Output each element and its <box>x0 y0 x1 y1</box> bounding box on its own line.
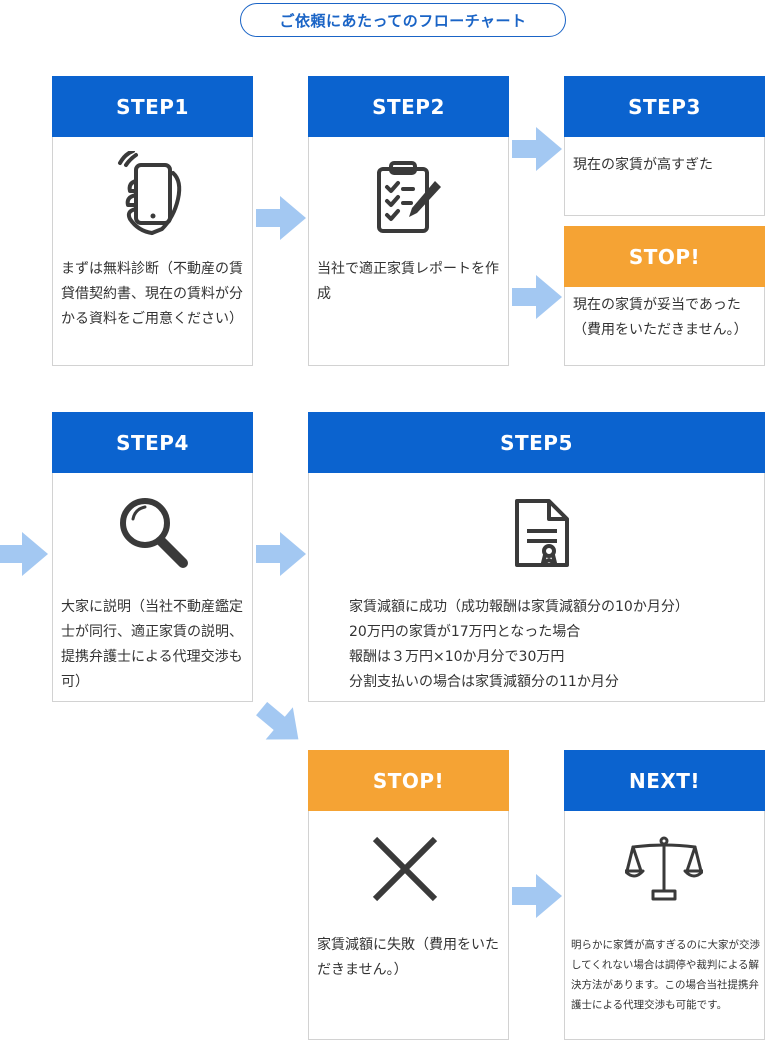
magnifier-icon <box>120 498 188 568</box>
clipboard-checklist-icon <box>377 161 441 233</box>
flowchart-title: ご依頼にあたってのフローチャート <box>240 3 566 37</box>
step5-line-1: 家賃減額に成功（成功報酬は家賃減額分の10か月分） <box>349 599 689 615</box>
step4-box: STEP4 大家に説明（当社不動産鑑定士が同行、適正家賃の説明、提携弁護士による… <box>52 412 253 702</box>
step1-header: STEP1 <box>52 76 253 137</box>
step1-box: STEP1 まずは無料診断（不動産の賃貸借契約書、現在の賃料が分かる資料をご用意… <box>52 76 253 366</box>
smartphone-in-hand-icon <box>118 151 182 235</box>
step2-header: STEP2 <box>308 76 509 137</box>
stop1-box: STOP! 現在の家賃が妥当であった（費用をいただきません。） <box>564 226 765 366</box>
step5-header: STEP5 <box>308 412 765 473</box>
next-text: 明らかに家賃が高すぎるのに大家が交渉してくれない場合は調停や裁判による解決方法が… <box>571 939 760 1011</box>
scales-icon <box>625 836 703 901</box>
step3-header: STEP3 <box>564 76 765 137</box>
step2-box: STEP2 当社で適正家賃レポートを作成 <box>308 76 509 366</box>
step1-text: まずは無料診断（不動産の賃貸借契約書、現在の賃料が分かる資料をご用意ください） <box>61 261 243 327</box>
next-header: NEXT! <box>564 750 765 811</box>
next-box: NEXT! 明らかに家賃が高すぎるのに大家が交渉してくれない場合は調停や裁判によ… <box>564 750 765 1040</box>
step5-box: STEP5 家賃減額に成功（成功報酬は家賃減額分の10か月分） 20万円の家賃が… <box>308 412 765 702</box>
arrow-continue-to-step4 <box>0 532 48 576</box>
step4-header: STEP4 <box>52 412 253 473</box>
step3-text: 現在の家賃が高すぎた <box>573 157 713 173</box>
step2-text: 当社で適正家賃レポートを作成 <box>317 261 499 302</box>
x-mark-icon <box>372 836 438 902</box>
stop2-header: STOP! <box>308 750 509 811</box>
step5-line-2: 20万円の家賃が17万円となった場合 <box>349 624 581 640</box>
arrow-step4-to-stop2 <box>256 702 299 740</box>
step5-line-4: 分割支払いの場合は家賃減額分の11か月分 <box>349 674 619 690</box>
arrow-step2-to-stop1 <box>512 275 562 319</box>
step5-line-3: 報酬は３万円×10か月分で30万円 <box>349 649 565 665</box>
step4-text: 大家に説明（当社不動産鑑定士が同行、適正家賃の説明、提携弁護士による代理交渉も可… <box>61 599 243 690</box>
stop2-text: 家賃減額に失敗（費用をいただきません。） <box>317 937 499 978</box>
arrow-stop2-to-next <box>512 874 562 918</box>
arrow-step4-to-step5 <box>256 532 306 576</box>
arrow-step2-to-step3 <box>512 127 562 171</box>
stop1-text: 現在の家賃が妥当であった（費用をいただきません。） <box>573 297 748 338</box>
stop2-box: STOP! 家賃減額に失敗（費用をいただきません。） <box>308 750 509 1040</box>
stop1-header: STOP! <box>564 226 765 287</box>
arrow-step1-to-step2 <box>256 196 306 240</box>
step3-box: STEP3 現在の家賃が高すぎた <box>564 76 765 216</box>
certificate-document-icon <box>515 499 569 567</box>
